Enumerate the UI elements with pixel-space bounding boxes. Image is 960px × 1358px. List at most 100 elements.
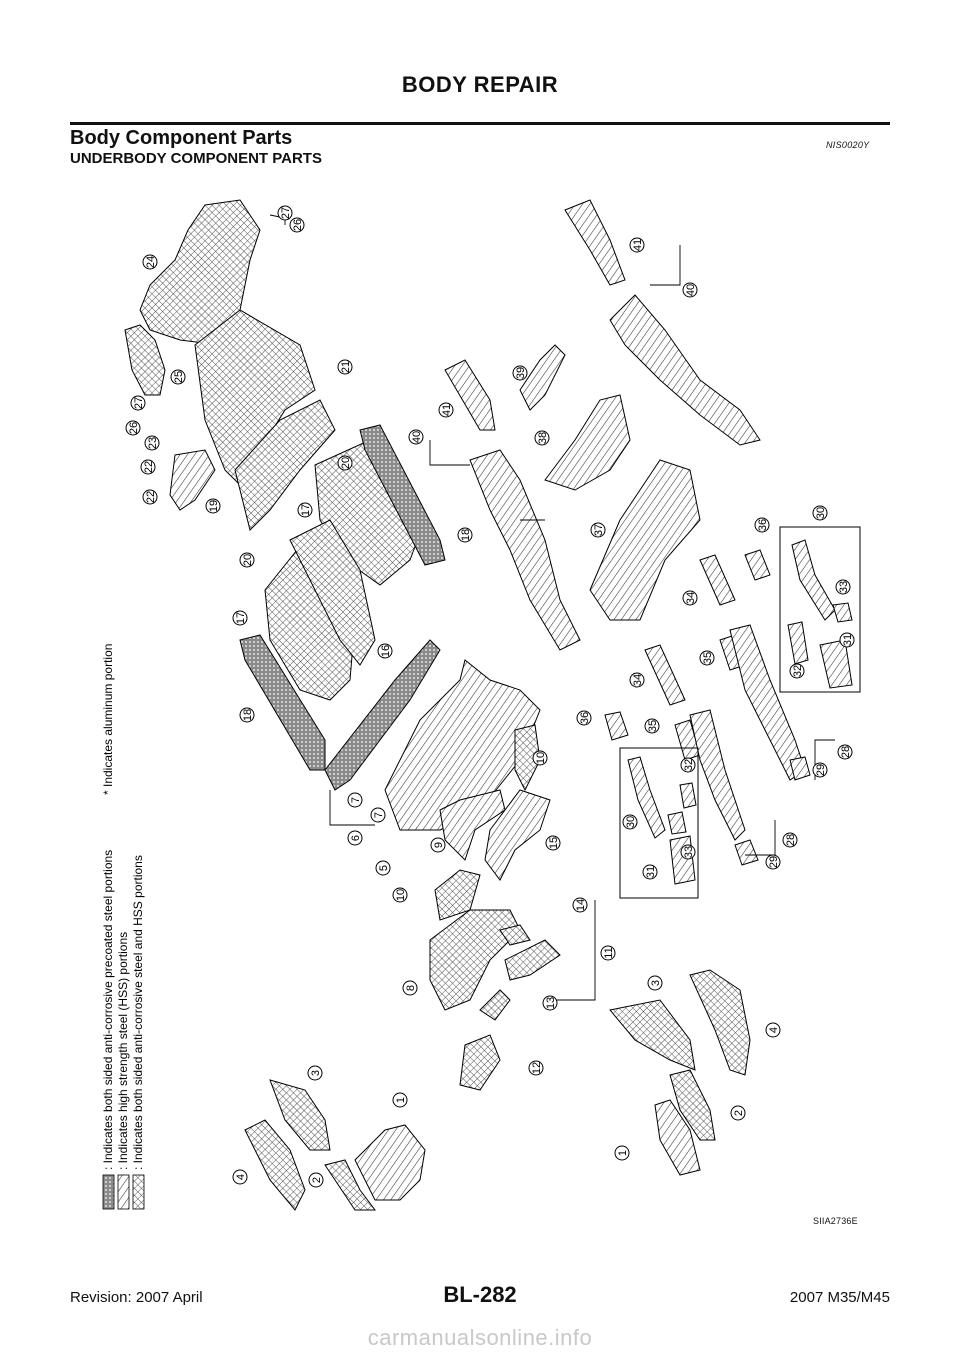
callout-24: 24	[142, 254, 158, 270]
callout-31: 31	[839, 632, 855, 648]
footer-page-number: BL-282	[443, 1282, 517, 1307]
svg-text:27: 27	[280, 207, 292, 219]
callout-2: 2	[308, 1172, 324, 1188]
watermark: carmanualsonline.info	[367, 1325, 593, 1350]
svg-text:31: 31	[645, 866, 657, 878]
callout-15: 15	[545, 835, 561, 851]
legend-swatch-hatch	[117, 1174, 130, 1210]
part-member-3a	[269, 1079, 331, 1151]
part-bracket-10a	[514, 724, 541, 792]
svg-text:31: 31	[842, 634, 854, 646]
section-subtitle: UNDERBODY COMPONENT PARTS	[70, 150, 322, 167]
callout-35: 35	[699, 650, 715, 666]
legend-text-cross: : Indicates both sided anti-corrosive st…	[131, 855, 145, 1170]
callout-39: 39	[512, 365, 528, 381]
part-member-41a	[444, 359, 496, 431]
callout-38: 38	[534, 430, 550, 446]
callout-7: 7	[347, 792, 363, 808]
svg-text:32: 32	[792, 665, 804, 677]
part-member-2b	[669, 1069, 716, 1141]
part-inset-30a	[791, 539, 836, 621]
svg-text:9: 9	[433, 842, 445, 848]
callouts: 1 1 2 2 3 3 4 4 5 6 7 7 8 9 10 10 11 12 …	[125, 205, 855, 1188]
svg-text:8: 8	[405, 985, 417, 991]
part-inset-30b	[627, 756, 666, 839]
svg-text:14: 14	[575, 899, 587, 911]
part-bracket-36b	[604, 711, 629, 741]
svg-text:23: 23	[147, 437, 159, 449]
legend: : Indicates both sided anti-corrosive pr…	[101, 644, 145, 1210]
svg-text:5: 5	[378, 865, 390, 871]
svg-text:29: 29	[815, 764, 827, 776]
callout-29: 29	[812, 762, 828, 778]
part-dash-panel-5	[384, 659, 541, 831]
svg-text:40: 40	[685, 284, 697, 296]
svg-text:33: 33	[683, 846, 695, 858]
svg-text:41: 41	[632, 239, 644, 251]
callout-28: 28	[782, 832, 798, 848]
callout-23: 23	[144, 435, 160, 451]
part-crossmember-19	[234, 399, 336, 531]
part-hoodledge-8	[429, 909, 521, 1011]
part-member-41b	[564, 199, 626, 286]
callout-17: 17	[297, 502, 313, 518]
svg-text:24: 24	[145, 256, 157, 268]
callout-22: 22	[140, 459, 156, 475]
callout-36: 36	[754, 517, 770, 533]
callout-19: 19	[205, 498, 221, 514]
callout-31: 31	[642, 864, 658, 880]
header-rule	[70, 122, 890, 125]
svg-text:29: 29	[768, 856, 780, 868]
svg-text:17: 17	[300, 504, 312, 516]
callout-4: 4	[232, 1169, 248, 1185]
callout-11: 11	[600, 945, 616, 961]
inset-box-lower	[619, 747, 699, 899]
callout-20: 20	[239, 552, 255, 568]
callout-36: 36	[576, 710, 592, 726]
callout-6: 6	[347, 830, 363, 846]
callout-40: 40	[682, 282, 698, 298]
svg-text:2: 2	[733, 1110, 745, 1116]
part-member-3b	[609, 999, 696, 1071]
callout-34: 34	[682, 590, 698, 606]
part-member-1a	[354, 1124, 426, 1201]
svg-text:41: 41	[441, 404, 453, 416]
part-front-side-member-40b	[609, 294, 761, 446]
part-bracket-12	[459, 1034, 501, 1091]
footer-revision: Revision: 2007 April	[70, 1289, 203, 1306]
svg-text:26: 26	[292, 219, 304, 231]
part-rear-panel	[139, 199, 261, 346]
callout-20: 20	[337, 455, 353, 471]
svg-text:1: 1	[395, 1097, 407, 1103]
callout-5: 5	[375, 860, 391, 876]
callout-9: 9	[430, 837, 446, 853]
callout-14: 14	[572, 897, 588, 913]
svg-text:10: 10	[535, 752, 547, 764]
part-side-member-18a	[359, 424, 446, 566]
callout-28: 28	[837, 744, 853, 760]
callout-35: 35	[644, 718, 660, 734]
part-bracket-29b	[789, 756, 811, 781]
part-inset-33b	[667, 811, 687, 835]
callout-29: 29	[765, 854, 781, 870]
part-extension-39	[519, 344, 566, 411]
callout-7: 7	[370, 807, 386, 823]
svg-text:40: 40	[411, 431, 423, 443]
svg-text:28: 28	[785, 834, 797, 846]
svg-text:3: 3	[310, 1070, 322, 1076]
callout-3: 3	[647, 975, 663, 991]
svg-text:20: 20	[242, 554, 254, 566]
legend-swatch-dots	[102, 1174, 115, 1210]
part-inset-31a	[819, 639, 853, 689]
part-inset-32a	[787, 621, 809, 665]
svg-text:2: 2	[311, 1177, 323, 1183]
part-inset-32b	[679, 782, 697, 809]
callout-12: 12	[528, 1060, 544, 1076]
svg-text:13: 13	[545, 997, 557, 1009]
svg-text:35: 35	[647, 720, 659, 732]
part-member-34a	[699, 554, 736, 606]
callout-41: 41	[629, 237, 645, 253]
callout-2: 2	[730, 1105, 746, 1121]
part-bracket-29	[734, 839, 759, 866]
callout-30: 30	[622, 814, 638, 830]
